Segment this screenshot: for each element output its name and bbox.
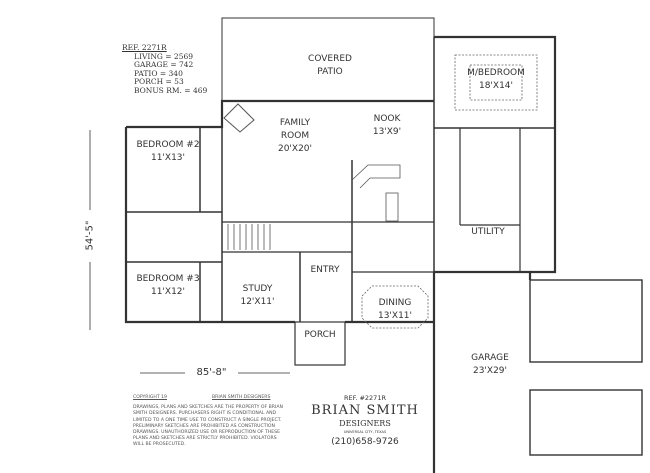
depth-dimension: 54'-5" (84, 220, 96, 251)
exterior-wall (434, 35, 557, 274)
garage-door (529, 389, 643, 456)
room-name: STUDY (242, 284, 273, 294)
stat-porch: PORCH = 53 (134, 77, 184, 86)
room-size: 11'X13' (150, 153, 186, 163)
copyright-label: COPYRIGHT 19 (133, 395, 167, 400)
room-nook: NOOK 13'X9' (352, 113, 422, 139)
room-size: 20'X20' (277, 144, 313, 154)
tray-ceiling-inner (469, 64, 523, 101)
copyright-line: COPYRIGHT 19 BRIAN SMITH DESIGNERS (133, 395, 283, 401)
stairs (227, 224, 271, 250)
room-name: ENTRY (310, 265, 340, 275)
porch-outline (294, 321, 346, 366)
room-master-bedroom: M/BEDROOM 18'X14' (456, 67, 536, 93)
room-name: GARAGE (471, 353, 509, 363)
company-location: UNIVERSAL CITY, TEXAS (343, 430, 387, 434)
legal-notice: COPYRIGHT 19 BRIAN SMITH DESIGNERS DRAWIN… (133, 395, 283, 449)
room-covered-patio: COVERED PATIO (290, 53, 370, 79)
stat-patio: PATIO = 340 (134, 68, 183, 78)
room-bedroom-3: BEDROOM #3 11'X12' (128, 273, 208, 299)
room-family: FAMILY ROOM 20'X20' (255, 117, 335, 156)
room-dining: DINING 13'X11' (360, 297, 430, 323)
room-size: 13'X11' (377, 311, 413, 321)
interior-wall (222, 221, 434, 253)
garage-wall (432, 270, 532, 473)
room-name: PORCH (304, 330, 336, 340)
area-stats: REF. 2271R LIVING = 2569 GARAGE = 742 PA… (122, 43, 208, 95)
room-size: 11'X12' (150, 287, 186, 297)
stat-bonus: BONUS RM. = 469 (134, 85, 208, 95)
room-name: BEDROOM #2 (136, 140, 200, 150)
room-name: COVERED (308, 54, 352, 64)
room-bedroom-2: BEDROOM #2 11'X13' (128, 139, 208, 165)
room-entry: ENTRY (300, 264, 350, 277)
fireplace-icon (223, 103, 255, 133)
room-size: 13'X9' (372, 127, 402, 137)
stat-living: LIVING = 2569 (134, 51, 194, 61)
room-name: BEDROOM #3 (136, 274, 200, 284)
room-name: DINING (378, 298, 412, 308)
room-name: FAMILY (279, 118, 311, 128)
kitchen-island (385, 192, 399, 222)
room-size: 18'X14' (478, 81, 514, 91)
title-ref: REF. #2271R (344, 394, 386, 402)
garage-door (529, 279, 643, 363)
room-porch: PORCH (295, 329, 345, 342)
room-utility: UTILITY (458, 226, 518, 239)
stats-ref: REF. 2271R (122, 43, 167, 52)
interior-wall (459, 128, 521, 272)
room-garage: GARAGE 23'X29' (450, 352, 530, 378)
legal-text: DRAWINGS, PLANS AND SKETCHES ARE THE PRO… (133, 405, 283, 448)
stat-garage: GARAGE = 742 (134, 60, 194, 69)
width-dimension: 85'-8" (196, 367, 227, 378)
interior-wall (126, 127, 222, 322)
room-name: ROOM (280, 131, 310, 141)
designer-title-block: REF. #2271R BRIAN SMITH DESIGNERS UNIVER… (310, 394, 420, 448)
room-name: M/BEDROOM (467, 68, 525, 78)
exterior-wall (124, 127, 222, 324)
dimension-lines (89, 130, 290, 374)
dining-ceiling-outline (361, 285, 429, 329)
room-study: STUDY 12'X11' (225, 283, 290, 309)
company-phone: (210)658-9726 (331, 437, 399, 447)
company-subtitle: DESIGNERS (339, 419, 391, 428)
tray-ceiling-outline (454, 54, 538, 111)
room-size: 23'X29' (472, 366, 508, 376)
interior-wall (299, 160, 353, 322)
room-name: NOOK (373, 114, 401, 124)
room-name: PATIO (317, 67, 343, 77)
kitchen-counter (351, 164, 401, 189)
room-size: 12'X11' (240, 297, 275, 307)
company-name: BRIAN SMITH (311, 403, 419, 418)
copyright-owner: BRIAN SMITH DESIGNERS (211, 395, 271, 400)
room-name: UTILITY (471, 227, 505, 237)
